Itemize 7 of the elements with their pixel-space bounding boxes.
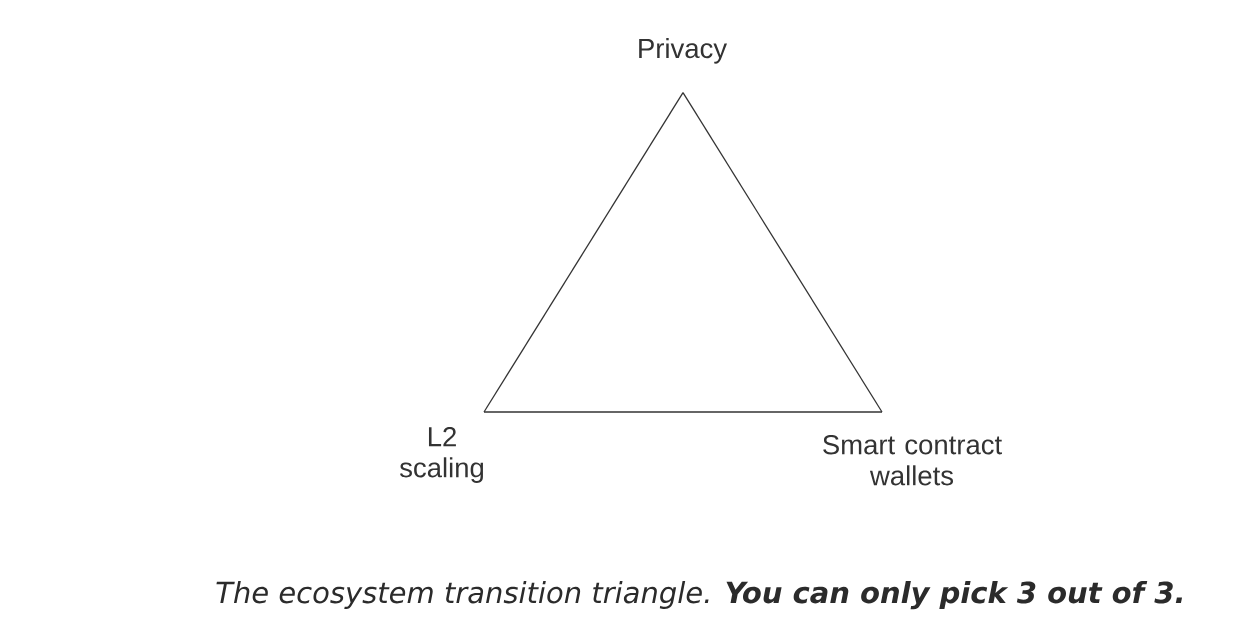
line bbox=[483, 411, 883, 413]
caption: The ecosystem transition triangle. You can only pick 3 out of 3. bbox=[216, 580, 1182, 610]
node-label: L2 scaling bbox=[400, 427, 483, 483]
node-label: Privacy bbox=[639, 38, 727, 64]
line bbox=[682, 91, 883, 413]
line bbox=[483, 91, 684, 413]
node-label: Smart contract wallets bbox=[823, 435, 1002, 486]
